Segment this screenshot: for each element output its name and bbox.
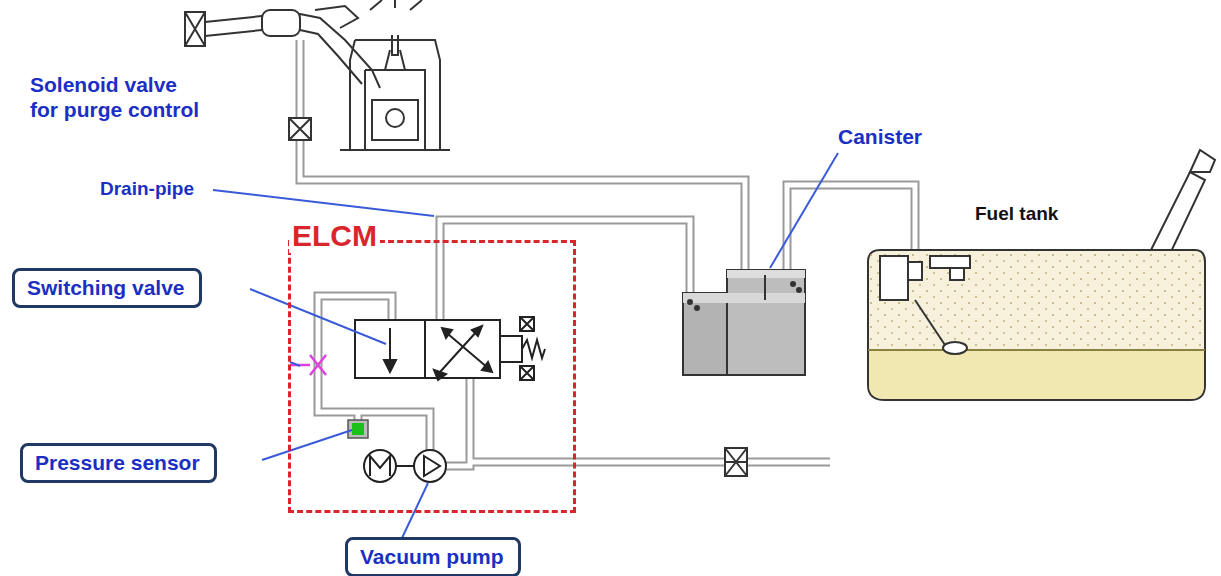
drawing-stroke [185,12,205,46]
drawing-stroke [725,448,747,476]
drawing-stroke [424,320,426,378]
drawing-stroke [448,334,488,368]
drawing-stroke [797,288,801,292]
part-label: Fuel tank [975,203,1058,226]
drawing-stroke [424,456,440,476]
drawing-stroke [950,268,964,280]
motor-pump [364,450,446,482]
drawing-stroke [185,12,205,46]
drawing-stroke [520,317,534,331]
drawing-stroke [446,378,830,466]
drawing-stroke [386,109,404,127]
drawing-stroke [482,362,492,372]
drawing-stroke [500,336,522,362]
drawing-stroke [370,0,422,10]
drawing-stroke [300,40,915,466]
drawing-stroke [440,220,690,296]
drawing-stroke [262,430,352,460]
purge-valve-symbol [289,118,311,140]
drawing-stroke [1190,150,1215,172]
drawing-stroke [725,448,747,476]
drawing-stroke [943,342,967,354]
drawing-stroke [688,300,692,304]
drawing-stroke [315,6,358,28]
drawing-stroke [364,450,396,482]
drawing-stroke [683,293,727,375]
pressure-sensor [348,420,368,438]
drawing-stroke [522,340,545,358]
drawing-stroke [472,326,482,336]
fuel-tank [868,150,1215,400]
drawing-stroke [440,220,690,296]
drawing-stroke [348,420,368,438]
box-title: ELCM [289,219,380,253]
drawing-stroke [930,256,970,268]
drawing-stroke [384,360,396,372]
callout-box: Vacuum pump [345,537,521,576]
drawing-stroke [1150,172,1205,258]
engine [185,0,450,150]
drawing-stroke [446,378,830,466]
drawing-stroke [434,370,446,380]
part-label: Drain-pipe [100,178,194,201]
box-title: Vacuum pump [360,544,506,570]
pipes [300,40,915,466]
drawing-stroke [372,100,418,140]
drawing-stroke [868,349,1205,351]
drawing-stroke [290,362,300,366]
part-label: Solenoid valve for purge control [30,72,208,122]
drawing-stroke [870,250,1203,350]
module-boundary: ELCM [288,240,576,513]
drawing-stroke [520,366,534,380]
drawing-stroke [770,153,838,268]
drawing-stroke [727,270,805,375]
drawing-stroke [438,296,443,320]
canister [683,270,805,375]
drawing-stroke [442,328,452,338]
part-label: Canister [838,124,922,149]
drawing-stroke [414,450,446,482]
callout-box: Switching valve [12,268,202,308]
drawing-stroke [520,366,534,380]
drawing-stroke [250,289,386,344]
drawing-stroke [213,190,434,216]
drawing-stroke [915,300,945,345]
drawing-stroke [289,118,311,140]
box-title: Pressure sensor [35,450,202,476]
drawing-stroke [289,118,311,140]
drawing-stroke [520,317,534,331]
leader-lines [213,153,838,538]
drawing-stroke [396,465,414,467]
drawing-stroke [365,70,425,150]
drawing-stroke [695,306,699,310]
drawing-stroke [880,256,908,300]
drawing-stroke [355,320,500,378]
callout-box: Pressure sensor [20,443,217,483]
drawing-stroke [290,355,326,375]
drawing-stroke [868,250,1205,400]
drawing-stroke [340,149,450,151]
drawing-stroke [791,282,795,286]
drawing-stroke [908,262,922,280]
drawing-stroke [350,40,440,150]
drawing-stroke [262,10,300,36]
drawing-stroke [385,35,405,70]
switching-valve-symbol [355,317,545,380]
drawing-stroke [370,456,390,476]
drawing-stroke [205,30,362,84]
drawing-stroke [869,350,1204,399]
drawing-stroke [436,296,445,320]
drawing-stroke [683,293,805,303]
drawing-stroke [352,423,364,435]
drawing-stroke [300,40,915,466]
box-title: Switching valve [27,275,187,301]
vent-filter [725,448,747,476]
drawing-stroke [764,275,766,300]
orifice [290,355,326,375]
